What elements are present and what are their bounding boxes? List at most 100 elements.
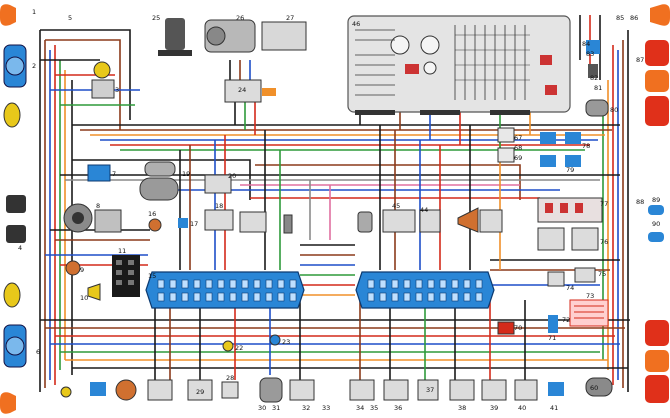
callout-27: 27 — [286, 14, 294, 22]
callout-9: 9 — [80, 266, 84, 274]
relay-icon — [419, 209, 441, 233]
callout-38: 38 — [458, 404, 466, 412]
tail-lamp-icon — [645, 320, 669, 346]
relay-icon — [147, 379, 173, 401]
callout-22: 22 — [235, 344, 243, 352]
callout-80: 80 — [610, 106, 618, 114]
callout-67: 67 — [514, 134, 522, 142]
sensor-icon — [588, 64, 598, 78]
callout-77: 77 — [600, 200, 608, 208]
callout-labels: 1 2 3 4 5 6 7 8 9 10 11 15 16 17 18 19 2… — [18, 8, 660, 412]
callout-90: 90 — [652, 220, 660, 228]
callout-2: 2 — [32, 62, 36, 70]
callout-25: 25 — [152, 14, 160, 22]
callout-46: 46 — [352, 20, 360, 28]
callout-8: 8 — [96, 202, 100, 210]
right-lamps — [645, 4, 670, 403]
components — [60, 18, 613, 403]
relay-icon — [514, 379, 538, 401]
callout-40: 40 — [518, 404, 526, 412]
switch-icon — [497, 321, 515, 335]
turn-signal-front-left-icon — [0, 4, 16, 26]
relay-icon — [417, 379, 439, 401]
callout-73: 73 — [586, 292, 594, 300]
relay-icon — [187, 379, 213, 401]
callout-29: 29 — [196, 388, 204, 396]
regulator-icon — [91, 79, 115, 99]
callout-85: 85 — [616, 14, 624, 22]
sensor-icon — [357, 211, 373, 233]
relay-icon — [574, 267, 596, 283]
callout-45: 45 — [392, 202, 400, 210]
callout-16: 16 — [148, 210, 156, 218]
gauge-dial-icon — [420, 35, 440, 55]
callout-28: 28 — [226, 374, 234, 382]
callout-81: 81 — [594, 84, 602, 92]
relay-icon — [547, 271, 565, 287]
gauge-dial-icon — [423, 61, 437, 75]
warning-lamp-icon — [540, 55, 552, 65]
relay-icon — [586, 40, 600, 54]
warning-lamp-icon — [545, 85, 557, 95]
lamp-icon — [222, 340, 234, 352]
callout-76: 76 — [600, 238, 608, 246]
instrument-cluster — [347, 15, 571, 115]
switch-icon — [540, 155, 556, 167]
callout-15: 15 — [148, 272, 156, 280]
callout-74: 74 — [566, 284, 574, 292]
lamp-icon — [269, 334, 281, 346]
warning-lamp-icon — [405, 64, 419, 74]
brake-fluid-sensor-icon — [93, 61, 111, 79]
callout-24: 24 — [238, 86, 246, 94]
callout-39: 39 — [490, 404, 498, 412]
callout-82: 82 — [590, 74, 598, 82]
relay-icon — [383, 379, 409, 401]
callout-69: 69 — [514, 154, 522, 162]
sensor-icon — [178, 218, 188, 228]
horn-icon — [6, 195, 26, 213]
relay-icon — [289, 379, 315, 401]
relay-icon — [204, 174, 232, 194]
callout-60: 60 — [590, 384, 598, 392]
callout-4: 4 — [18, 244, 22, 252]
callout-86: 86 — [630, 14, 638, 22]
lamp-icon — [60, 386, 72, 398]
callout-10: 10 — [80, 294, 88, 302]
switch-icon — [221, 381, 239, 399]
sensor-icon — [148, 218, 162, 232]
callout-1: 1 — [32, 8, 36, 16]
tail-lamp-icon — [645, 40, 669, 66]
tail-lamp-icon — [645, 375, 669, 403]
relay-icon — [239, 211, 267, 233]
switch-icon — [565, 155, 581, 167]
callout-79: 79 — [566, 166, 574, 174]
fuel-pump-icon — [457, 207, 479, 233]
washer-reservoir-icon — [165, 18, 185, 50]
tail-lamp-icon — [645, 96, 669, 126]
relay-icon — [571, 227, 599, 251]
fog-lamp-left-icon — [3, 282, 21, 308]
sensor-icon — [548, 315, 558, 333]
heater-motor-icon — [259, 377, 283, 403]
callout-6: 6 — [36, 348, 40, 356]
callout-32: 32 — [302, 404, 310, 412]
callout-30: 30 — [258, 404, 266, 412]
callout-71: 71 — [548, 334, 556, 342]
callout-26: 26 — [236, 14, 244, 22]
rear-window-heater-icon — [569, 299, 609, 327]
left-lamps — [0, 4, 27, 414]
license-lamp-icon — [648, 205, 664, 215]
relay-icon — [449, 379, 475, 401]
ignition-coil-icon — [204, 209, 234, 231]
relay-icon — [481, 379, 507, 401]
callout-3: 3 — [115, 86, 119, 94]
relay-icon — [479, 209, 503, 233]
callout-70: 70 — [514, 324, 522, 332]
callout-89: 89 — [652, 196, 660, 204]
fog-lamp-left-icon — [3, 102, 21, 128]
switch-icon — [548, 382, 564, 396]
callout-18: 18 — [215, 202, 223, 210]
spark-plug-icon — [283, 214, 293, 234]
wire-harness — [39, 15, 630, 392]
